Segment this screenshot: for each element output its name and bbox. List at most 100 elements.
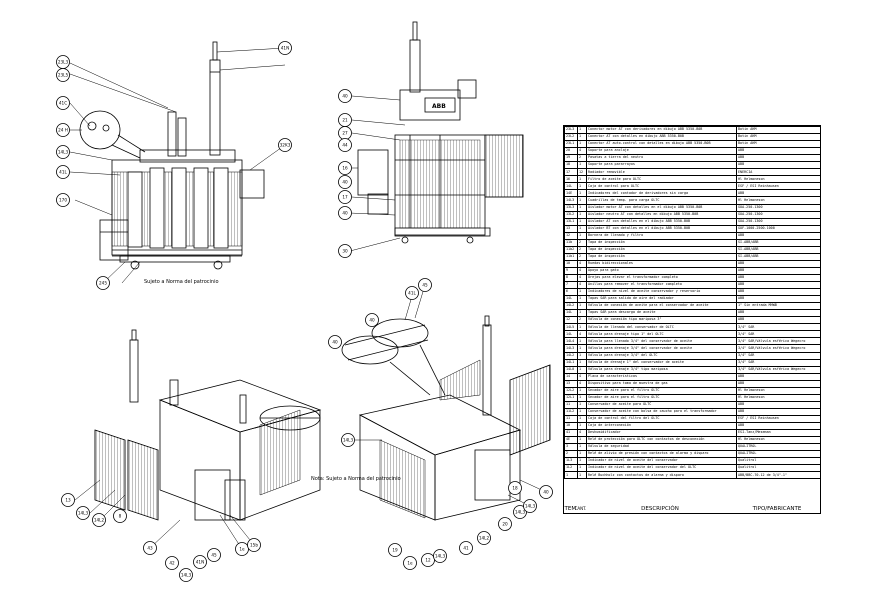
cell-qty: 1 xyxy=(577,140,587,149)
cell-type: 3/4" SAR/Válvula esférica Wegecro xyxy=(736,344,820,353)
callout-label: 14L2 xyxy=(94,518,105,523)
parts-table-footer: ITEM CANT. DESCRIPCIÓN TIPO/FABRICANTE xyxy=(563,503,821,514)
iso-left-view xyxy=(74,329,322,550)
cell-item: 6 xyxy=(564,288,578,297)
cell-description: Tapa de inspección xyxy=(586,238,737,247)
cell-item: 13 xyxy=(564,224,578,233)
cell-type: ABB xyxy=(736,400,820,409)
iso-right-annotation: Nota: Sujeto a Norma del patrocinio xyxy=(311,476,401,482)
callout-bubble xyxy=(278,41,292,55)
cell-type: 1" Sin entrada MHWB xyxy=(736,302,820,311)
cell-type: Qualitrol xyxy=(736,464,820,473)
cell-description: Cuadrillas de temp. para carga OLTC xyxy=(586,196,737,205)
callout-bubble xyxy=(338,161,352,175)
cell-item: 11b1 xyxy=(564,252,578,261)
callout-label: 41N xyxy=(196,560,204,565)
callout-label: 8 xyxy=(119,514,122,519)
cell-type: ABB xyxy=(736,379,820,388)
callout-bubble xyxy=(56,165,70,179)
cell-qty: 2 xyxy=(577,238,587,247)
callout-label: 14L3 xyxy=(181,573,192,578)
cell-qty: 2 xyxy=(577,316,587,325)
callout-label: 41L xyxy=(408,291,416,296)
cell-item: 14L0 xyxy=(564,365,578,374)
cell-type: 3/4" SAR xyxy=(736,358,820,367)
callout-bubble xyxy=(96,276,110,290)
cell-description: Soporte para anclaje xyxy=(586,147,737,156)
callout-label: 14L3 xyxy=(515,510,526,515)
cell-item: 10 xyxy=(564,259,578,268)
cell-qty: 1 xyxy=(577,189,587,198)
callout-bubble xyxy=(539,485,553,499)
callout-bubble xyxy=(365,313,379,327)
cell-description: Dispositivo para toma de muestra de gas xyxy=(586,379,737,388)
cell-item: 14L xyxy=(564,295,578,304)
cell-description: Válvula de drenaje 1" del conservador de… xyxy=(586,358,737,367)
cell-type: Hl Helmoneson xyxy=(736,175,820,184)
cell-qty: 12 xyxy=(577,168,587,177)
cell-item: 12L2 xyxy=(564,386,578,395)
cell-qty: 1 xyxy=(577,210,587,219)
cell-item: 17 xyxy=(564,168,578,177)
cell-item: 14L4 xyxy=(564,337,578,346)
cell-qty: 1 xyxy=(577,436,587,445)
cell-qty: 1 xyxy=(577,443,587,452)
cell-item: 14L3 xyxy=(564,196,578,205)
cell-item: 12L1 xyxy=(564,393,578,402)
callout-bubble xyxy=(56,145,70,159)
cell-description: Radiador removible xyxy=(586,168,737,177)
callout-label: 14L3 xyxy=(435,554,446,559)
cell-type: Botin AHM xyxy=(736,126,820,135)
side-view xyxy=(69,41,286,284)
cell-qty: 1 xyxy=(577,337,587,346)
cell-type: ABB xyxy=(736,266,820,275)
cell-qty: 4 xyxy=(577,372,587,381)
callout-label: 245 xyxy=(99,281,107,286)
cell-description: Aislador AT con detalles en el dibujo AB… xyxy=(586,217,737,226)
cell-description: Caja de control del filtro del OLTC xyxy=(586,414,737,423)
callout-bubble xyxy=(193,555,207,569)
cell-qty: 1 xyxy=(577,309,587,318)
callout-bubble xyxy=(56,68,70,82)
cell-description: Válvula de llenado del conservador de OL… xyxy=(586,323,737,332)
cell-description: Válvula para drenaje tipo 1" del OLTC xyxy=(586,330,737,339)
cell-type: ABB xyxy=(736,147,820,156)
callout-label: 41C xyxy=(59,101,67,106)
cell-type: ABB xyxy=(736,316,820,325)
callout-bubble xyxy=(433,549,447,563)
cell-description: Conector AT auto-control con detalles en… xyxy=(586,140,737,149)
callout-label: 19 xyxy=(392,548,398,553)
callout-label: 14L3 xyxy=(58,150,69,155)
cell-item: 11 xyxy=(564,414,578,423)
callout-bubble xyxy=(179,568,193,582)
cell-description: Indicador de nivel de aceite del conserv… xyxy=(586,464,737,473)
cell-qty: 1 xyxy=(577,450,587,459)
cell-qty: 4 xyxy=(577,266,587,275)
cell-qty: 1 xyxy=(577,421,587,431)
cell-type: GOA-250-1300 xyxy=(736,203,820,212)
cell-description: Filtro de aceite para OLTC xyxy=(586,175,737,184)
cell-type: ABB xyxy=(736,309,820,318)
cell-qty: 1 xyxy=(577,400,587,409)
front-view xyxy=(349,21,524,252)
callout-bubble xyxy=(508,481,522,495)
cell-type: 3/4" SAR/Válvula esférica Wegecro xyxy=(736,337,820,346)
cell-qty: 1 xyxy=(577,126,587,135)
callout-label: 24 H xyxy=(58,128,68,133)
